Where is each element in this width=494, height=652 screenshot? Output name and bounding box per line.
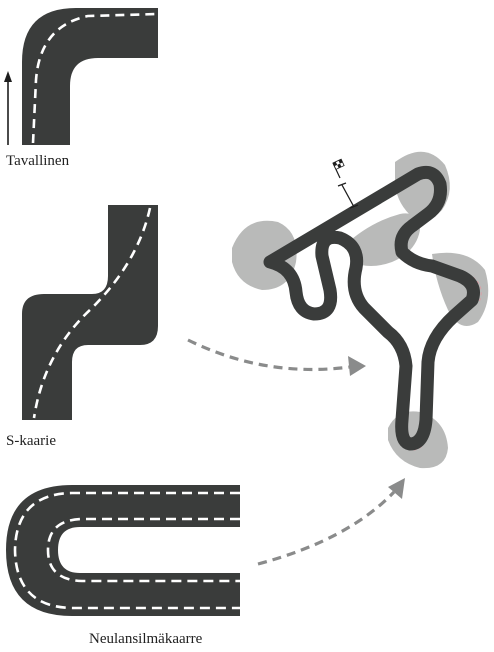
normal-corner-road	[22, 8, 158, 145]
s-curve-label: S-kaarie	[6, 433, 56, 450]
hairpin-inner-lane-marking	[48, 519, 240, 581]
circuit-track	[270, 172, 474, 444]
s-curve-road	[22, 205, 158, 420]
hairpin-label: Neulansilmäkaarre	[89, 631, 202, 648]
checkered-flag-icon	[333, 159, 344, 178]
circuit-map	[232, 152, 488, 468]
flow-arrow-s-curve	[188, 340, 366, 376]
normal-corner-illustration	[4, 8, 158, 145]
up-arrow-icon	[4, 71, 12, 145]
s-curve-illustration	[22, 205, 158, 420]
normal-corner-label: Tavallinen	[6, 153, 69, 170]
hairpin-road	[6, 485, 240, 616]
flow-arrow-hairpin	[258, 478, 405, 564]
hairpin-illustration	[6, 485, 240, 616]
